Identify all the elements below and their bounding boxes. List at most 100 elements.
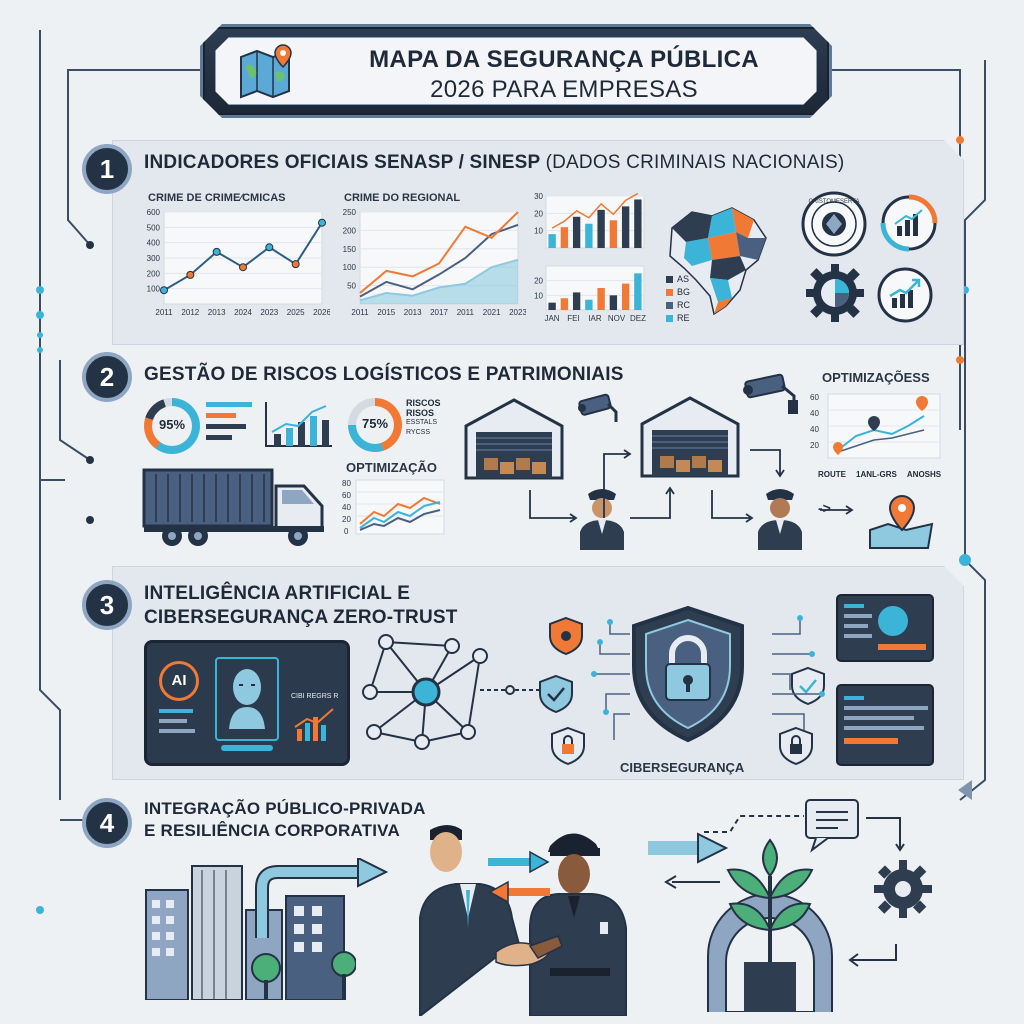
data-point [212, 247, 221, 256]
shield-check-icon [539, 674, 573, 714]
route-label: ANOSHS [906, 470, 942, 479]
route-label: ROUTE [818, 470, 846, 479]
section-3-number: 3 [82, 580, 132, 630]
x-tick-label: 2025 [287, 308, 305, 317]
gauge-75-hole [356, 406, 394, 444]
y-tick-label: 250 [343, 208, 357, 217]
ui-line [159, 719, 187, 723]
dashed-connector [480, 685, 540, 695]
legend-label: AS [677, 274, 690, 284]
y-tick-label: 20 [534, 277, 543, 286]
chart-2-label: CRIME DO REGIONAL [344, 192, 461, 204]
svg-text:60: 60 [810, 393, 819, 402]
data-point [160, 286, 168, 295]
gauge-95-label: 95% [158, 417, 186, 432]
bar [585, 223, 593, 248]
bar [548, 302, 556, 310]
x-tick-label: IAR [588, 314, 602, 323]
ui-line [844, 726, 924, 730]
section-2-title: GESTÃO DE RISCOS LOGÍSTICOS E PATRIMONIA… [144, 364, 624, 385]
data-point [239, 263, 247, 272]
series-line [359, 258, 519, 302]
section-3-title-line-2: CIBERSEGURANÇA ZERO-TRUST [144, 607, 458, 628]
title-banner: MAPA DA SEGURANÇA PÚBLICA 2026 PARA EMPR… [200, 24, 832, 118]
x-tick-label: FEI [567, 314, 579, 323]
ui-line [844, 634, 872, 638]
feedback-flow [704, 799, 905, 853]
chart-1-label: CRIME DE CRIME⁄CMICAS [148, 192, 286, 204]
section-4-number: 4 [82, 798, 132, 848]
map-legend: AS BG RC RE [666, 274, 690, 323]
y-tick-label: 600 [147, 208, 161, 217]
section-1-title-main: INDICADORES OFICIAIS SENASP / SINESP [144, 152, 541, 173]
svg-text:40: 40 [810, 425, 819, 434]
security-camera-icon [578, 393, 618, 422]
bar [634, 273, 642, 310]
route-label: 1ANL-GRS [856, 470, 897, 479]
y-tick-label: 200 [343, 226, 357, 235]
security-guard-icon [580, 489, 624, 550]
risk-label: RYCSS [406, 429, 430, 436]
x-tick-label: 2013 [208, 308, 226, 317]
ui-line [844, 738, 898, 744]
x-tick-label: DEZ [630, 314, 646, 323]
shield-lock-icon [779, 726, 813, 766]
section-1-title: INDICADORES OFICIAIS SENASP / SINESP (DA… [144, 152, 844, 174]
legend-swatch [666, 275, 673, 283]
security-camera-icon [743, 373, 798, 414]
x-tick-label: NOV [608, 314, 626, 323]
x-tick-label: 2017 [430, 308, 448, 317]
circuit-lines-shield [591, 615, 825, 740]
mini-bar-chart-icon [265, 402, 332, 447]
x-tick-label: 2013 [404, 308, 422, 317]
bar [572, 292, 581, 310]
plant-gear-growth-icon [707, 838, 833, 1012]
official-seal-icon [801, 191, 867, 257]
bar [621, 283, 630, 310]
arrow-left-icon [848, 944, 897, 967]
risk-label: ESSTALS [406, 419, 437, 426]
data-point [265, 243, 274, 252]
gauge-95-hole [152, 406, 192, 446]
bar [597, 209, 605, 248]
chart-circle [878, 606, 908, 636]
bar [609, 295, 618, 310]
risk-label: RISCOS [406, 398, 441, 408]
y-tick-label: 50 [347, 282, 356, 291]
arrow-right-icon [648, 832, 729, 889]
bar-row [206, 413, 236, 418]
y-tick-label: 500 [147, 223, 161, 232]
legend-swatch [666, 314, 673, 322]
y-tick-label: 400 [147, 239, 161, 248]
data-point [318, 218, 326, 227]
trend-chart-icon [877, 267, 933, 323]
page-title: MAPA DA SEGURANÇA PÚBLICA 2026 PARA EMPR… [319, 45, 809, 105]
svg-text:80: 80 [342, 479, 351, 488]
bar [621, 206, 630, 248]
legend-label: RE [677, 313, 690, 323]
ai-badge: AI [159, 661, 199, 701]
ui-line [844, 604, 864, 608]
legend-swatch [666, 301, 673, 309]
cargo-truck-icon [142, 468, 324, 546]
y-tick-label: 30 [534, 192, 543, 201]
legend-item: AS [666, 274, 690, 284]
y-tick-label: 100 [343, 263, 357, 272]
bar [560, 227, 569, 248]
seal-text: CRISTOMESERTA [808, 199, 860, 205]
ui-line [878, 644, 926, 650]
legend-label: BG [677, 287, 691, 297]
warehouse-icon [640, 396, 740, 478]
bar [597, 288, 605, 310]
legend-item: RE [666, 313, 690, 323]
bar [634, 199, 642, 248]
title-line-1: MAPA DA SEGURANÇA PÚBLICA [369, 46, 759, 73]
warehouse-icon [464, 398, 564, 480]
bar [585, 299, 593, 310]
section-2-number: 2 [82, 352, 132, 402]
ui-line [844, 696, 864, 700]
